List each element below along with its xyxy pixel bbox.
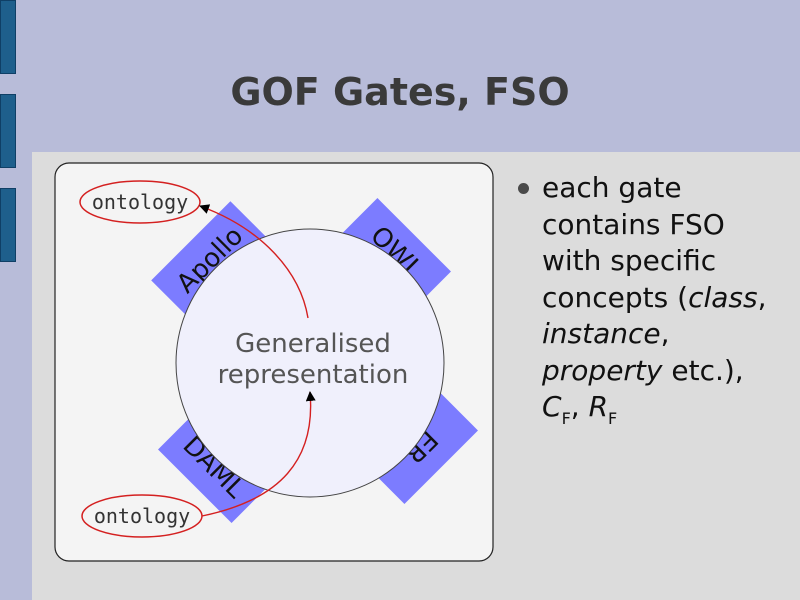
symbol-c: C: [542, 390, 562, 423]
bullet-text: each gate contains FSO with specific con…: [542, 170, 788, 438]
bullet-separator: ,: [757, 280, 767, 314]
ontology-top-label: ontology: [92, 190, 188, 214]
arrow-to-top-ontology: [199, 204, 309, 319]
generalised-representation-circle: [175, 228, 445, 498]
slide-title: GOF Gates, FSO: [230, 70, 570, 114]
ontology-bottom-label: ontology: [94, 504, 190, 528]
bullet-text-etc: etc.),: [662, 353, 744, 387]
bullet-separator: ,: [570, 390, 589, 423]
side-decoration-bar-2: [0, 94, 16, 168]
side-decoration-bar-1: [0, 0, 16, 74]
term-property: property: [542, 353, 663, 387]
bullet-dot: [518, 183, 529, 194]
symbol-r-subscript: F: [608, 409, 618, 428]
term-instance: instance: [542, 317, 661, 350]
side-decoration-bar-3: [0, 188, 16, 262]
center-label-line2: representation: [218, 360, 409, 390]
arrow-from-bottom-ontology: [201, 391, 316, 517]
bullet-list: each gate contains FSO with specific con…: [518, 170, 788, 438]
bullet-text-intro: each gate contains FSO with specific con…: [542, 171, 725, 314]
term-class: class: [688, 280, 758, 314]
center-label-line1: Generalised: [235, 329, 391, 359]
symbol-r: R: [588, 390, 609, 423]
symbol-c-subscript: F: [561, 409, 571, 428]
bullet-separator: ,: [660, 317, 670, 350]
ontology-top-oval: [79, 180, 201, 224]
